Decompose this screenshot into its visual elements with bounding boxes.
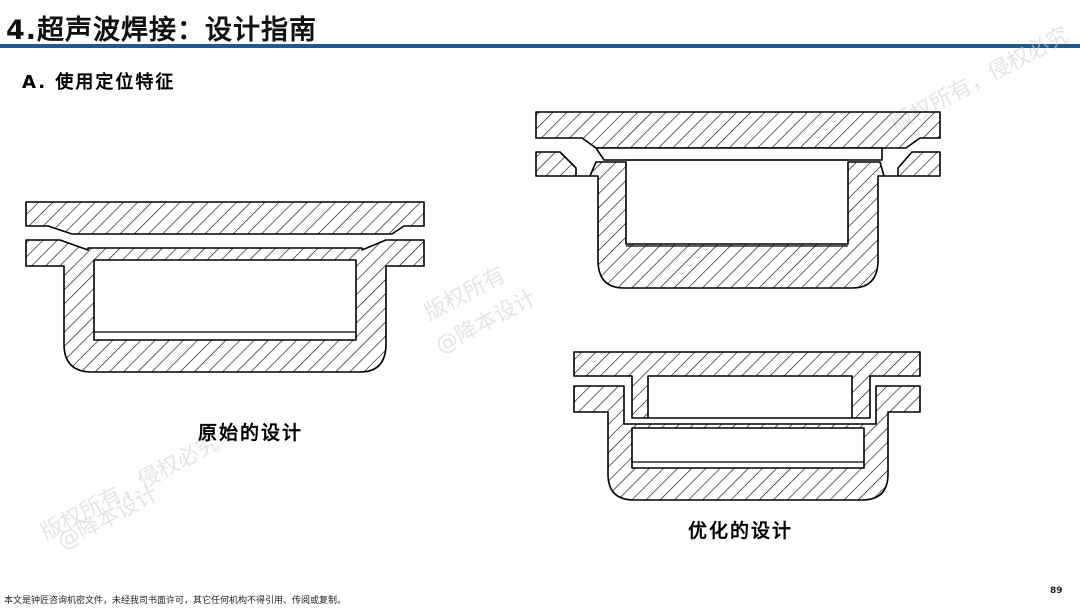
title-rule	[0, 44, 1080, 48]
optimized-design-drawing-b	[573, 351, 921, 501]
caption-optimized-design: 优化的设计	[688, 520, 794, 542]
page-number: 89	[1050, 586, 1063, 596]
caption-original-design: 原始的设计	[198, 422, 304, 444]
optimized-housing-b	[573, 385, 921, 501]
optimized-lid-a	[535, 111, 941, 149]
optimized-lid-rim-a	[595, 147, 883, 161]
optimized-housing-a	[535, 151, 941, 289]
slide-title: 4.超声波焊接：设计指南	[6, 15, 318, 46]
optimized-lid-b	[573, 351, 921, 419]
original-design-drawing	[25, 201, 425, 373]
optimized-design-drawing-a	[535, 111, 941, 289]
original-housing	[25, 239, 425, 373]
original-lid	[25, 201, 425, 235]
section-heading: A. 使用定位特征	[22, 72, 176, 93]
footer-confidentiality-note: 本文是钟匠咨询机密文件，未经我司书面许可，其它任何机构不得引用、传阅或复制。	[4, 596, 347, 606]
